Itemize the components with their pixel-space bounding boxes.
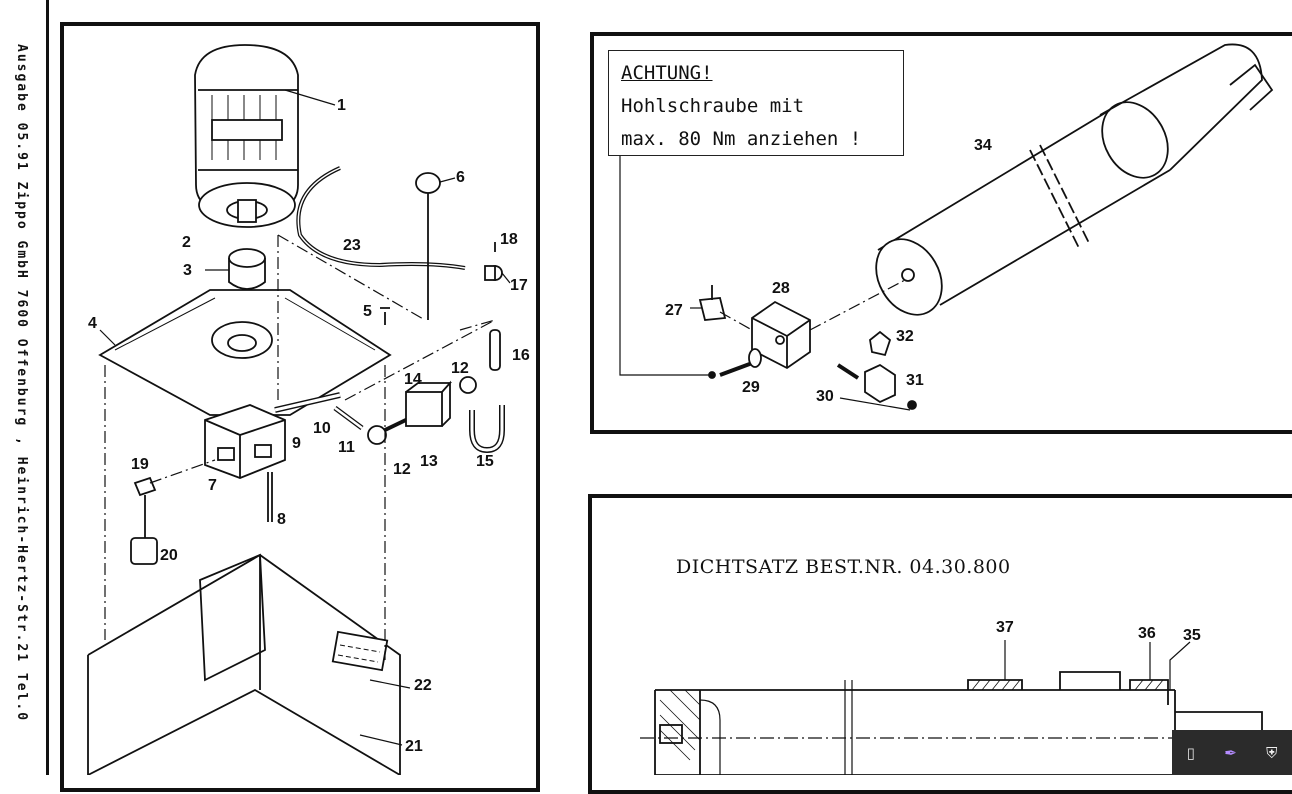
part-label-17: 17 [510,277,528,294]
usb-icon[interactable]: ▯ [1186,743,1195,762]
part-label-6: 6 [456,169,465,186]
part-label-10: 10 [313,420,331,437]
part-label-23: 23 [343,237,361,254]
part-label-37: 37 [996,619,1014,636]
part-label-9: 9 [292,435,301,452]
part-label-29: 29 [742,379,760,396]
part-label-3: 3 [183,262,192,279]
top-right-diagram-frame [590,32,1292,434]
part-label-12a: 12 [451,360,469,377]
part-label-22: 22 [414,677,432,694]
part-label-16: 16 [512,347,530,364]
part-label-2: 2 [182,234,191,251]
part-label-1: 1 [337,97,346,114]
part-label-31: 31 [906,372,924,389]
pen-icon[interactable]: ✒ [1224,743,1237,762]
part-label-5: 5 [363,303,372,320]
shield-icon[interactable]: ⛨ [1266,743,1278,762]
part-label-8: 8 [277,511,286,528]
part-label-27: 27 [665,302,683,319]
part-label-7: 7 [208,477,217,494]
part-label-11: 11 [338,439,355,456]
part-label-18: 18 [500,231,518,248]
exploded-parts-drawing: 1 2 3 4 5 6 7 8 9 10 11 12 12 13 14 15 1… [87,43,1274,775]
part-label-35: 35 [1183,627,1201,644]
part-label-28: 28 [772,280,790,297]
warning-title: ACHTUNG! [621,62,713,84]
part-label-34: 34 [974,137,992,154]
part-label-36: 36 [1138,625,1156,642]
part-label-4: 4 [88,315,97,332]
warning-line-2: max. 80 Nm anziehen ! [621,128,862,150]
part-label-19: 19 [131,456,149,473]
part-label-12b: 12 [393,461,411,478]
system-tray: ▯ ✒ ⛨ [1172,730,1292,775]
part-label-14: 14 [404,371,422,388]
part-label-32: 32 [896,328,914,345]
warning-line-1: Hohlschraube mit [621,95,805,117]
part-label-15: 15 [476,453,494,470]
seal-kit-label: DICHTSATZ BEST.NR. 04.30.800 [676,556,1011,578]
publisher-info: Ausgabe 05.91 Zippo GmbH 7600 Offenburg … [14,44,29,723]
part-label-30: 30 [816,388,834,405]
part-label-13: 13 [420,453,438,470]
warning-note: ACHTUNG! Hohlschraube mit max. 80 Nm anz… [608,50,904,156]
part-label-20: 20 [160,547,178,564]
document-sidebar: Ausgabe 05.91 Zippo GmbH 7600 Offenburg … [0,0,49,775]
part-label-21: 21 [405,738,423,755]
